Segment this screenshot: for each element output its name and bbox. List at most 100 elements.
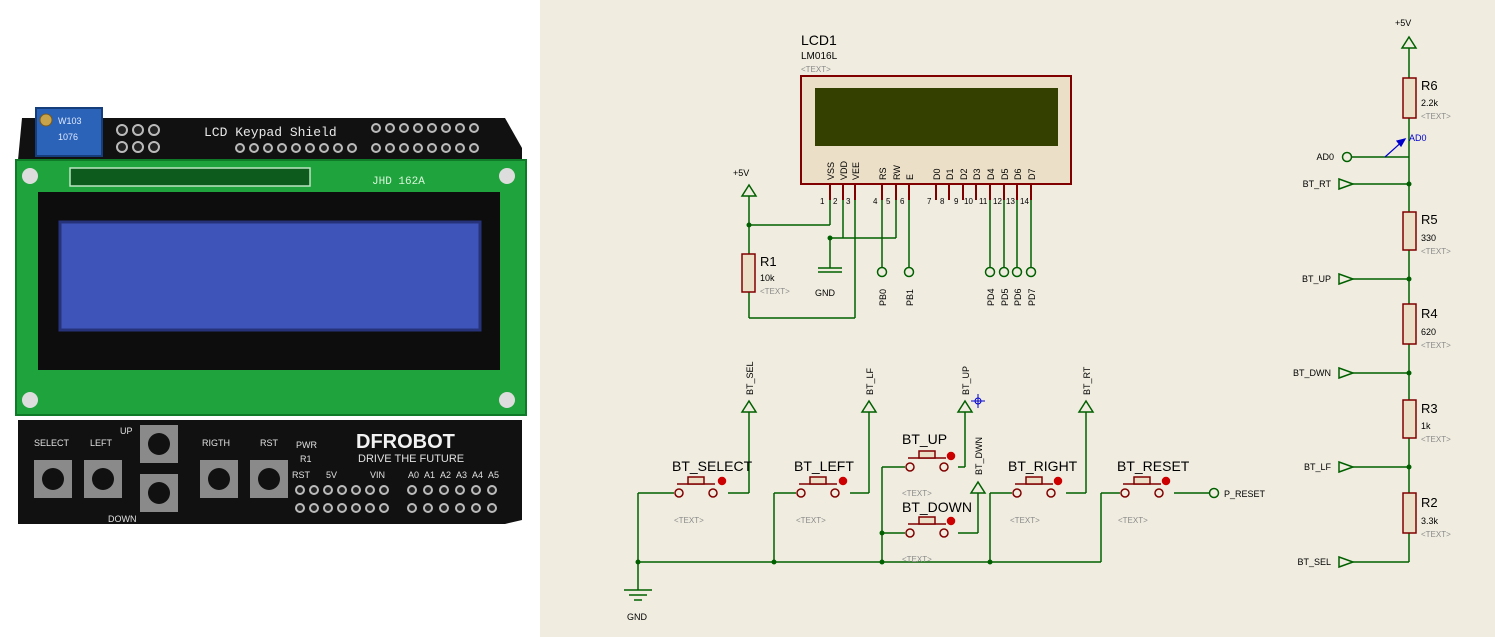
button-bt-right[interactable] [1012, 476, 1063, 498]
bt-down-ref: BT_DOWN [902, 499, 972, 515]
header-label-5v: 5V [326, 470, 337, 480]
r6-ref: R6 [1421, 78, 1438, 93]
bt-right-ref: BT_RIGHT [1008, 458, 1078, 474]
lcd-pin-d1: D1 [945, 168, 955, 180]
lcd-model: LM016L [801, 51, 838, 62]
bt-reset-ref: BT_RESET [1117, 458, 1190, 474]
bt-left-text: <TEXT> [796, 516, 826, 525]
resistor-r6[interactable] [1402, 77, 1417, 119]
resistor-r4[interactable] [1402, 303, 1417, 345]
shield-title: LCD Keypad Shield [204, 125, 337, 140]
lcd-ref: LCD1 [801, 32, 837, 48]
resistor-r2[interactable] [1402, 492, 1417, 534]
resistor-r3[interactable] [1402, 399, 1417, 439]
brand-logo: DFROBOT [356, 431, 455, 453]
button-bt-reset[interactable] [1120, 476, 1171, 498]
lcd-pin-vee: VEE [851, 162, 861, 180]
bt-lf-terminal-label: BT_LF [1304, 462, 1332, 472]
vcc-right-label: +5V [1395, 18, 1411, 28]
module-pin-row [69, 167, 311, 187]
header-pins-top [116, 123, 479, 153]
lcd-shield-photo: LCD Keypad Shield W103 1076 JHD 162A SEL… [0, 0, 540, 637]
pd4-label: PD4 [986, 288, 996, 306]
module-label: JHD 162A [372, 176, 425, 188]
lcd-pin-d3: D3 [972, 168, 982, 180]
bt-up-text: <TEXT> [902, 489, 932, 498]
button-bt-down[interactable] [905, 516, 956, 538]
pb0-terminal[interactable] [876, 266, 888, 278]
lcd-pin-vdd: VDD [839, 160, 849, 180]
resistor-r5[interactable] [1402, 211, 1417, 251]
r6-value: 2.2k [1421, 98, 1439, 108]
gnd-left-label: GND [815, 288, 836, 298]
lcd-pin-e: E [905, 174, 915, 180]
lcd-pin-d2: D2 [959, 168, 969, 180]
button-label-down: DOWN [108, 514, 137, 524]
header-label-a2: A2 [440, 470, 451, 480]
vcc-left-label: +5V [733, 168, 749, 178]
bt-right-text: <TEXT> [1010, 516, 1040, 525]
net-label-bt-lf: BT_LF [865, 367, 875, 395]
bt-up-terminal-label: BT_UP [1302, 274, 1331, 284]
r3-value: 1k [1421, 421, 1431, 431]
lcd-text: <TEXT> [801, 65, 831, 74]
r5-text: <TEXT> [1421, 247, 1451, 256]
button-label-left: LEFT [90, 438, 113, 448]
bt-down-text: <TEXT> [902, 555, 932, 564]
lcd-pin-d4: D4 [986, 168, 996, 180]
keypad-buttons [34, 425, 288, 512]
pd7-terminal[interactable] [1025, 266, 1037, 278]
resistor-r1[interactable] [741, 253, 756, 293]
lcd-pin-num-6: 6 [900, 197, 905, 206]
bt-select-text: <TEXT> [674, 516, 704, 525]
header-label-a4: A4 [472, 470, 483, 480]
lcd-component[interactable] [800, 75, 1072, 200]
trimmer-code: 1076 [58, 132, 78, 142]
button-bt-select[interactable] [674, 476, 727, 498]
button-bt-up[interactable] [905, 450, 956, 472]
r1-value: 10k [760, 273, 775, 283]
net-label-bt-up: BT_UP [961, 366, 971, 395]
pd4-terminal[interactable] [984, 266, 996, 278]
ad0-terminal[interactable] [1341, 151, 1353, 163]
bt-select-ref: BT_SELECT [672, 458, 753, 474]
r2-text: <TEXT> [1421, 530, 1451, 539]
lcd-pin-num-9: 9 [954, 197, 959, 206]
net-label-bt-dwn: BT_DWN [974, 437, 984, 475]
pd5-terminal[interactable] [998, 266, 1010, 278]
lcd-pin-d7: D7 [1027, 168, 1037, 180]
p-reset-label: P_RESET [1224, 489, 1266, 499]
lcd-pin-num-7: 7 [927, 197, 932, 206]
lcd-pin-num-14: 14 [1020, 197, 1029, 206]
lcd-pin-num-2: 2 [833, 197, 838, 206]
trimmer-potentiometer: W103 1076 [35, 107, 103, 157]
header-label-a1: A1 [424, 470, 435, 480]
bt-up-ref: BT_UP [902, 431, 947, 447]
gnd-buttons-label: GND [627, 612, 648, 622]
r1-ref: R1 [760, 254, 777, 269]
r1-text: <TEXT> [760, 287, 790, 296]
pd6-terminal[interactable] [1011, 266, 1023, 278]
net-label-bt-rt: BT_RT [1082, 366, 1092, 395]
header-label-rst: RST [292, 470, 311, 480]
r6-text: <TEXT> [1421, 112, 1451, 121]
bt-reset-text: <TEXT> [1118, 516, 1148, 525]
pb1-terminal[interactable] [903, 266, 915, 278]
lcd-pin-num-13: 13 [1006, 197, 1015, 206]
pb1-label: PB1 [905, 289, 915, 306]
pb0-label: PB0 [878, 289, 888, 306]
button-label-up: UP [120, 426, 133, 436]
button-bt-left[interactable] [796, 476, 848, 498]
lcd-screen [815, 88, 1058, 146]
p-reset-terminal[interactable] [1208, 487, 1220, 499]
r3-ref: R3 [1421, 401, 1438, 416]
pd6-label: PD6 [1013, 288, 1023, 306]
lcd-pin-rw: RW [892, 165, 902, 180]
r5-ref: R5 [1421, 212, 1438, 227]
ad0-probe-label: AD0 [1409, 133, 1427, 143]
r5-value: 330 [1421, 233, 1436, 243]
header-pins-bottom [295, 485, 497, 513]
ad0-probe-icon [1384, 138, 1407, 158]
lcd-glass [60, 222, 480, 330]
